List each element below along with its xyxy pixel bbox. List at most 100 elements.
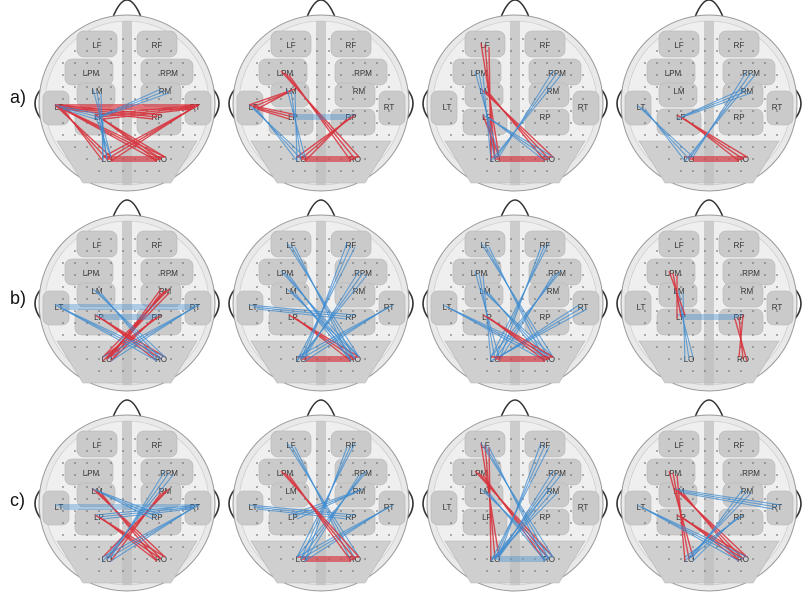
electrode-dot — [122, 522, 124, 524]
electrode-dot — [474, 498, 476, 500]
electrode-dot — [340, 262, 342, 264]
electrode-dot — [656, 62, 658, 64]
electrode-dot — [692, 170, 694, 172]
electrode-dot — [668, 534, 670, 536]
electrode-dot — [280, 250, 282, 252]
electrode-dot — [316, 298, 318, 300]
electrode-dot — [182, 146, 184, 148]
nose — [306, 199, 336, 218]
electrode-dot — [376, 310, 378, 312]
electrode-dot — [486, 346, 488, 348]
electrode-dot — [474, 534, 476, 536]
electrode-dot — [716, 474, 718, 476]
electrode-dot — [740, 98, 742, 100]
electrode-dot — [546, 146, 548, 148]
electrode-dot — [62, 98, 64, 100]
connection-line-red — [62, 108, 158, 162]
electrode-dot — [328, 62, 330, 64]
electrode-dot — [704, 474, 706, 476]
electrode-dot — [498, 38, 500, 40]
electrode-dot — [546, 310, 548, 312]
electrode-dot — [486, 438, 488, 440]
electrode-dot — [668, 158, 670, 160]
electrode-dot — [256, 86, 258, 88]
electrode-dot — [474, 122, 476, 124]
electrode-dot — [486, 522, 488, 524]
electrode-dot — [280, 474, 282, 476]
electrode-dot — [668, 558, 670, 560]
electrode-dot — [110, 250, 112, 252]
electrode-dot — [328, 250, 330, 252]
connection-line-blue — [102, 508, 192, 520]
electrode-dot — [194, 510, 196, 512]
electrode-dot — [146, 558, 148, 560]
midline-strip — [316, 421, 326, 585]
electrode-dot — [776, 486, 778, 488]
electrode-dot — [740, 298, 742, 300]
connection-line-blue — [62, 108, 96, 120]
electrode-dot — [752, 346, 754, 348]
electrode-dot — [522, 486, 524, 488]
region-label-lf: LF — [92, 241, 101, 250]
electrode-dot — [582, 534, 584, 536]
electrode-dot — [522, 98, 524, 100]
electrode-dot — [510, 122, 512, 124]
electrode-dot — [644, 310, 646, 312]
electrode-dot — [474, 250, 476, 252]
electrode-dot — [134, 262, 136, 264]
electrode-dot — [462, 510, 464, 512]
electrode-dot — [182, 134, 184, 136]
ear-left — [228, 288, 236, 320]
electrode-dot — [194, 322, 196, 324]
electrode-dot — [158, 86, 160, 88]
electrode-dot — [316, 486, 318, 488]
electrode-dot — [146, 474, 148, 476]
electrode-dot — [486, 286, 488, 288]
electrode-dot — [764, 346, 766, 348]
electrode-dot — [122, 450, 124, 452]
electrode-dot — [98, 450, 100, 452]
head-panel-2-1: LFRFLPMRPMLMRMLTRTLPRPLORO — [34, 199, 220, 392]
electrode-dot — [644, 534, 646, 536]
electrode-dot — [764, 546, 766, 548]
electrode-dot — [776, 334, 778, 336]
electrode-dot — [98, 170, 100, 172]
electrode-dot — [364, 498, 366, 500]
electrode-dot — [704, 450, 706, 452]
electrode-dot — [134, 438, 136, 440]
connection-line-blue — [58, 106, 100, 118]
electrode-dot — [498, 262, 500, 264]
electrode-dot — [680, 110, 682, 112]
electrode-dot — [752, 250, 754, 252]
electrode-dot — [764, 74, 766, 76]
electrode-dot — [340, 50, 342, 52]
electrode-dot — [450, 74, 452, 76]
electrode-dot — [340, 110, 342, 112]
electrode-dot — [692, 462, 694, 464]
electrode-dot — [194, 98, 196, 100]
electrode-dot — [122, 50, 124, 52]
electrode-dot — [728, 358, 730, 360]
electrode-dot — [182, 334, 184, 336]
electrode-dot — [764, 134, 766, 136]
electrode-dot — [680, 558, 682, 560]
electrode-dot — [656, 50, 658, 52]
electrode-dot — [158, 334, 160, 336]
electrode-dot — [110, 262, 112, 264]
electrode-dot — [716, 238, 718, 240]
electrode-dot — [388, 310, 390, 312]
electrode-dot — [656, 322, 658, 324]
electrode-dot — [292, 158, 294, 160]
electrode-dot — [474, 486, 476, 488]
electrode-dot — [510, 474, 512, 476]
row-label-c: c) — [10, 490, 25, 510]
electrode-dot — [86, 50, 88, 52]
region-rt — [378, 490, 406, 526]
electrode-dot — [656, 298, 658, 300]
electrode-dot — [74, 146, 76, 148]
electrode-dot — [170, 346, 172, 348]
electrode-dot — [134, 38, 136, 40]
electrode-dot — [498, 450, 500, 452]
electrode-dot — [474, 558, 476, 560]
electrode-dot — [134, 450, 136, 452]
